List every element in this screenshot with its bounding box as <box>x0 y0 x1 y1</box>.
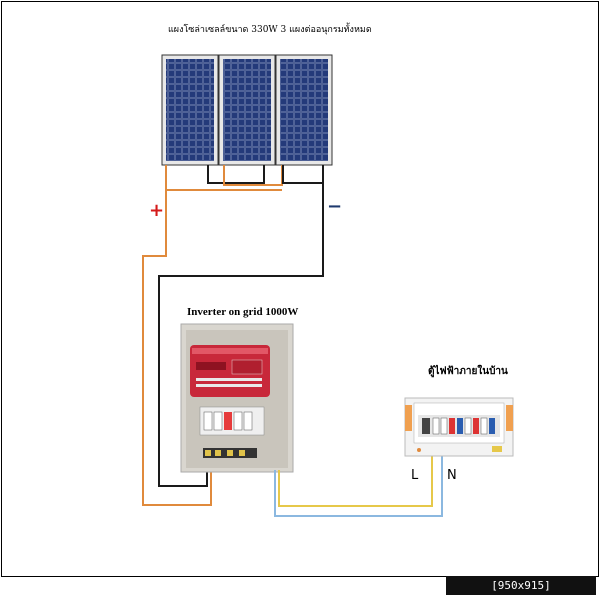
distribution-box-label: ตู้ไฟฟ้าภายในบ้าน <box>428 366 508 377</box>
neutral-wire <box>274 455 443 517</box>
line-label: L <box>411 468 419 483</box>
live-wire <box>278 455 433 507</box>
series-connections <box>166 165 324 191</box>
solar-panel-3 <box>275 54 333 166</box>
watermark-footer: [950x915] https://upic.me/ <box>446 576 596 611</box>
inverter-image <box>180 323 294 473</box>
negative-terminal-label: − <box>327 196 343 217</box>
negative-wire <box>158 183 324 487</box>
positive-terminal-label: + <box>149 200 165 221</box>
positive-wire <box>142 165 212 506</box>
neutral-label: N <box>447 468 457 483</box>
solar-panel-2 <box>218 54 276 166</box>
distribution-box-image <box>404 397 514 457</box>
wiring-diagram <box>142 54 514 517</box>
inverter-label: Inverter on grid 1000W <box>187 306 299 318</box>
solar-panel-1 <box>161 54 219 166</box>
solar-array-title: แผงโซล่าเซลล์ขนาด 330W 3 แผงต่ออนุกรมทั้… <box>168 25 372 35</box>
